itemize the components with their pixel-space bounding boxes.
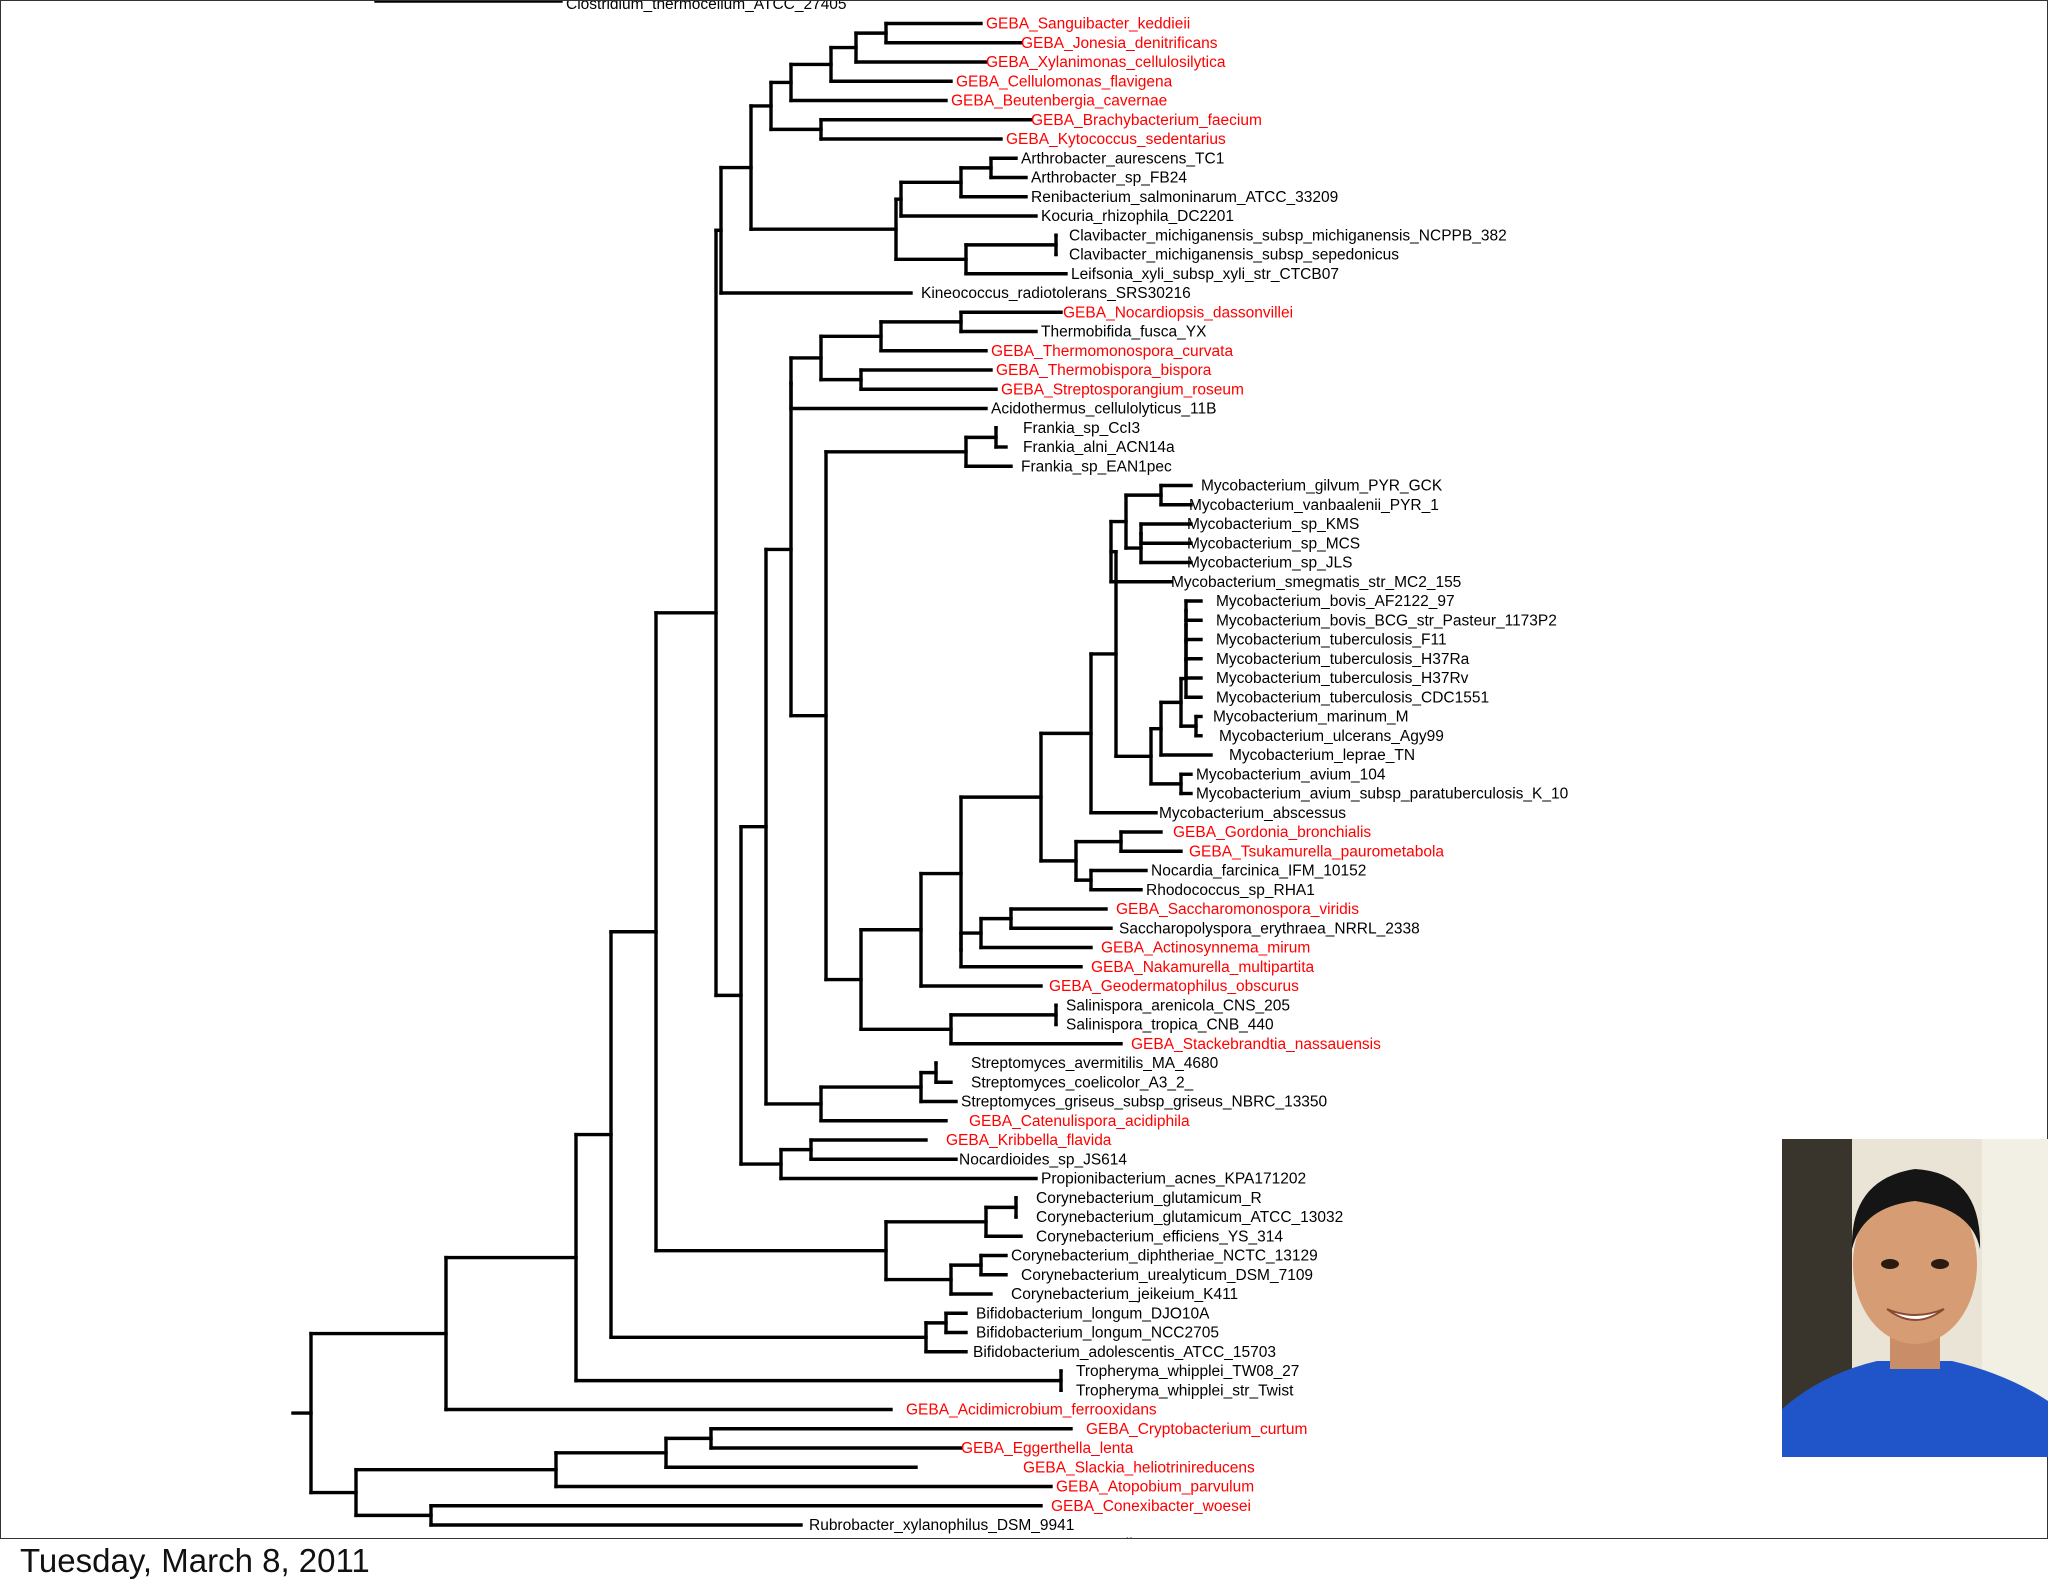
tree-leaf-label-truncated-top: Clostridium_thermocellum_ATCC_27405 xyxy=(566,1,847,13)
tree-leaf-label: Mycobacterium_abscessus xyxy=(1159,805,1346,822)
tree-leaf-label: GEBA_Stackebrandtia_nassauensis xyxy=(1131,1036,1381,1053)
tree-leaf-label: GEBA_Slackia_heliotrinireducens xyxy=(1023,1459,1255,1476)
tree-leaf-label: Corynebacterium_glutamicum_ATCC_13032 xyxy=(1036,1209,1343,1226)
tree-leaf-label: Thermobifida_fusca_YX xyxy=(1041,324,1207,341)
tree-leaf-label: Mycobacterium_ulcerans_Agy99 xyxy=(1219,728,1444,745)
tree-leaf-label: Rubrobacter_xylanophilus_DSM_9941 xyxy=(809,1517,1074,1534)
tree-leaf-label: GEBA_Streptosporangium_roseum xyxy=(1001,381,1244,398)
tree-leaf-label: GEBA_Geodermatophilus_obscurus xyxy=(1049,978,1299,995)
tree-leaf-label: Frankia_alni_ACN14a xyxy=(1023,439,1175,456)
footer-date: Tuesday, March 8, 2011 xyxy=(20,1542,370,1579)
tree-leaf-label: GEBA_Brachybacterium_faecium xyxy=(1031,112,1262,129)
tree-leaf-label: Leifsonia_xyli_subsp_xyli_str_CTCB07 xyxy=(1071,266,1339,283)
tree-leaf-label: Mycobacterium_avium_subsp_paratuberculos… xyxy=(1196,786,1569,803)
tree-leaf-label: GEBA_Gordonia_bronchialis xyxy=(1173,824,1371,841)
tree-leaf-label: Tropheryma_whipplei_TW08_27 xyxy=(1076,1363,1299,1380)
tree-leaf-label: GEBA_Catenulispora_acidiphila xyxy=(969,1113,1190,1130)
tree-leaf-label: Mycobacterium_tuberculosis_F11 xyxy=(1216,632,1447,649)
tree-leaf-label: Mycobacterium_sp_MCS xyxy=(1187,535,1360,552)
tree-leaf-label: GEBA_Cryptobacterium_curtum xyxy=(1086,1421,1307,1438)
tree-branches xyxy=(291,1,1213,1527)
tree-leaf-label: Acidothermus_cellulolyticus_11B xyxy=(991,401,1216,418)
tree-leaf-label: Mycobacterium_bovis_BCG_str_Pasteur_1173… xyxy=(1216,612,1557,629)
tree-leaf-label: GEBA_Kytococcus_sedentarius xyxy=(1006,131,1226,148)
tree-leaf-label: GEBA_Nakamurella_multipartita xyxy=(1091,959,1315,976)
tree-leaf-label: Renibacterium_salmoninarum_ATCC_33209 xyxy=(1031,189,1338,206)
tree-leaf-label: Saccharopolyspora_erythraea_NRRL_2338 xyxy=(1119,920,1420,937)
tree-leaf-label: GEBA_Conexibacter_woesei xyxy=(1051,1498,1251,1515)
tree-leaf-label: Mycobacterium_marinum_M xyxy=(1213,709,1409,726)
tree-leaf-label: Mycobacterium_bovis_AF2122_97 xyxy=(1216,593,1455,610)
tree-leaf-label: Mycobacterium_avium_104 xyxy=(1196,766,1386,783)
tree-leaf-label: GEBA_Cellulomonas_flavigena xyxy=(956,73,1173,90)
tree-leaf-label: GEBA_Beutenbergia_cavernae xyxy=(951,93,1167,110)
tree-leaf-label: Mycobacterium_tuberculosis_H37Ra xyxy=(1216,651,1470,668)
tree-leaf-label: GEBA_Saccharomonospora_viridis xyxy=(1116,901,1359,918)
phylogenetic-tree: GEBA_Sanguibacter_keddieiiGEBA_Jonesia_d… xyxy=(291,1,1569,1538)
tree-leaf-label: Clavibacter_michiganensis_subsp_sepedoni… xyxy=(1069,247,1399,264)
tree-leaf-label: GEBA_Acidimicrobium_ferrooxidans xyxy=(906,1402,1157,1419)
tree-leaf-label: Clavibacter_michiganensis_subsp_michigan… xyxy=(1069,227,1507,244)
tree-leaf-label: GEBA_Sanguibacter_keddieii xyxy=(986,16,1190,33)
tree-leaf-label: GEBA_Kribbella_flavida xyxy=(946,1132,1112,1149)
tree-leaf-label: Arthrobacter_aurescens_TC1 xyxy=(1021,150,1224,167)
tree-labels: GEBA_Sanguibacter_keddieiiGEBA_Jonesia_d… xyxy=(566,1,1569,1538)
tree-leaf-label: Corynebacterium_urealyticum_DSM_7109 xyxy=(1021,1267,1313,1284)
tree-leaf-label: Mycobacterium_sp_JLS xyxy=(1187,555,1352,572)
tree-leaf-label: Streptomyces_coelicolor_A3_2_ xyxy=(971,1074,1194,1091)
tree-leaf-label: Salinispora_arenicola_CNS_205 xyxy=(1066,997,1290,1014)
tree-leaf-label: Mycobacterium_leprae_TN xyxy=(1229,747,1415,764)
tree-leaf-label: Mycobacterium_vanbaalenii_PYR_1 xyxy=(1189,497,1439,514)
tree-leaf-label: GEBA_Thermomonospora_curvata xyxy=(991,343,1233,360)
tree-leaf-label: GEBA_Actinosynnema_mirum xyxy=(1101,940,1310,957)
tree-leaf-label: Kocuria_rhizophila_DC2201 xyxy=(1041,208,1234,225)
tree-leaf-label: Arthrobacter_sp_FB24 xyxy=(1031,170,1187,187)
tree-leaf-label: GEBA_Atopobium_parvulum xyxy=(1056,1479,1254,1496)
tree-leaf-label: GEBA_Thermobispora_bispora xyxy=(996,362,1212,379)
tree-leaf-label: Nocardioides_sp_JS614 xyxy=(959,1151,1127,1168)
tree-leaf-label: Corynebacterium_jeikeium_K411 xyxy=(1011,1286,1238,1303)
tree-leaf-label: Bifidobacterium_longum_NCC2705 xyxy=(976,1325,1219,1342)
tree-leaf-label: Bifidobacterium_longum_DJO10A xyxy=(976,1305,1210,1322)
tree-leaf-label: GEBA_Nocardiopsis_dassonvillei xyxy=(1063,304,1293,321)
tree-leaf-label: Salinispora_tropica_CNB_440 xyxy=(1066,1017,1274,1034)
tree-leaf-label: Mycobacterium_tuberculosis_CDC1551 xyxy=(1216,689,1489,706)
tree-leaf-label: Rhodococcus_sp_RHA1 xyxy=(1146,882,1315,899)
tree-leaf-label: Corynebacterium_diphtheriae_NCTC_13129 xyxy=(1011,1248,1318,1265)
tree-leaf-label: Frankia_sp_CcI3 xyxy=(1023,420,1140,437)
tree-leaf-label: GEBA_Eggerthella_lenta xyxy=(961,1440,1134,1457)
tree-leaf-label: Propionibacterium_acnes_KPA171202 xyxy=(1041,1171,1306,1188)
tree-leaf-label: Corynebacterium_efficiens_YS_314 xyxy=(1036,1228,1283,1245)
tree-leaf-label: Streptomyces_avermitilis_MA_4680 xyxy=(971,1055,1219,1072)
tree-leaf-label: GEBA_Jonesia_denitrificans xyxy=(1021,35,1218,52)
tree-leaf-label: Corynebacterium_glutamicum_R xyxy=(1036,1190,1262,1207)
tree-leaf-label: GEBA_Tsukamurella_paurometabola xyxy=(1189,843,1444,860)
tree-leaf-label: Tropheryma_whipplei_str_Twist xyxy=(1076,1382,1294,1399)
tree-leaf-label: GEBA_Xylanimonas_cellulosilytica xyxy=(986,54,1226,71)
tree-leaf-label: Mycobacterium_gilvum_PYR_GCK xyxy=(1201,478,1443,495)
tree-leaf-label: Kineococcus_radiotolerans_SRS30216 xyxy=(921,285,1191,302)
tree-leaf-label-truncated-bottom: Conexibacter_sp_WH_3030 xyxy=(1081,1536,1275,1538)
tree-leaf-label: Mycobacterium_smegmatis_str_MC2_155 xyxy=(1171,574,1461,591)
tree-leaf-label: Mycobacterium_tuberculosis_H37Rv xyxy=(1216,670,1469,687)
presenter-photo xyxy=(1782,1139,2048,1457)
tree-leaf-label: Frankia_sp_EAN1pec xyxy=(1021,458,1172,475)
tree-leaf-label: Nocardia_farcinica_IFM_10152 xyxy=(1151,863,1366,880)
tree-leaf-label: Streptomyces_griseus_subsp_griseus_NBRC_… xyxy=(961,1094,1328,1111)
tree-leaf-label: Mycobacterium_sp_KMS xyxy=(1187,516,1359,533)
tree-leaf-label: Bifidobacterium_adolescentis_ATCC_15703 xyxy=(973,1344,1276,1361)
